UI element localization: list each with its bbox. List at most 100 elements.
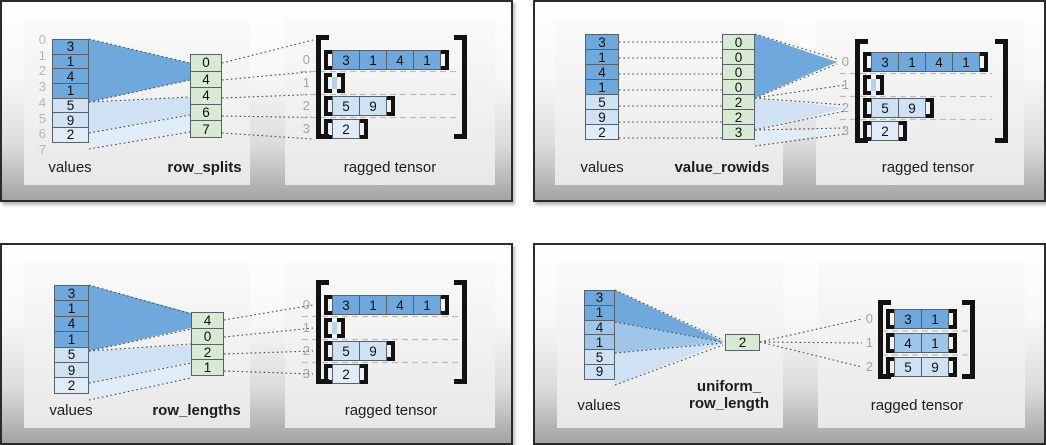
row-separator-lines [882,330,969,356]
connector-graphics [619,33,992,147]
values-to-param-dotted-lines [88,284,192,401]
funnel-light [89,345,191,383]
connector-graphics [88,284,459,401]
tensor-cell: 1 [921,333,949,353]
tensor-cell: 5 [894,357,922,377]
value-cell: 4 [52,68,89,85]
connector-graphics [88,38,459,150]
open-bracket-icon [324,73,332,93]
values-to-param-dotted-lines [619,41,722,139]
value-cell: 4 [190,87,222,105]
close-bracket-icon [962,300,975,379]
funnel-light [755,98,845,130]
tensor-cell: 5 [332,96,360,116]
value-cell: 3 [54,285,89,302]
boundary-index: 4 [38,94,46,110]
value-cell: 2 [191,343,224,361]
open-bracket-icon [886,357,894,377]
value-cell: 3 [52,39,89,55]
value-cell: 3 [584,290,615,306]
value-cell: 4 [584,319,615,336]
value-cell: 7 [190,120,222,138]
values-label: values [580,159,624,176]
tensor-cell: 3 [894,309,922,329]
open-bracket-icon [324,364,332,384]
value-cell: 0 [191,327,224,345]
value-cell: 5 [52,97,89,114]
empty-row-fill [332,77,337,89]
open-bracket-icon [863,75,871,95]
close-bracket-icon [899,121,907,141]
value-cell: 2 [52,127,89,143]
value-cell: 3 [585,34,619,50]
value-cell: 4 [191,312,224,329]
ragged-row [324,318,345,338]
funnel-dark [89,285,191,351]
open-bracket-icon [324,295,332,315]
tensor-cell: 3 [871,52,899,72]
value-cell: 1 [584,304,615,321]
tensor-cell: 1 [413,295,441,315]
open-bracket-icon [316,280,329,384]
tensor-cell: 1 [952,52,980,72]
funnel-lighter [89,115,190,149]
uniform-row-length-cell: 2 [725,334,760,351]
value-cell: 5 [585,94,619,110]
open-bracket-icon [324,96,332,116]
close-bracket-icon [360,119,368,139]
tensor-cell: 2 [332,364,360,384]
open-bracket-icon [886,309,894,329]
tensor-cell: 2 [871,121,899,141]
value-cell: 1 [52,53,89,70]
value-cell: 9 [585,109,619,125]
value-cell: 0 [190,54,222,72]
value-cell: 3 [722,124,755,140]
boundary-index: 2 [38,63,46,79]
row-index: 3 [302,366,310,381]
values-label: values [48,159,92,176]
ragged-row: 2 [863,121,907,141]
row-separator-lines [840,72,992,121]
close-bracket-icon [949,357,957,377]
row-index: 3 [841,123,849,138]
value-cell: 5 [584,349,615,365]
value-cell: 4 [54,315,89,333]
open-bracket-icon [878,300,891,379]
result-label: ragged tensor [343,159,437,176]
tensor-cell: 3 [332,295,360,315]
tensor-cell: 1 [921,309,949,329]
row-index: 0 [302,52,310,67]
row-index: 1 [865,335,873,350]
result-label: ragged tensor [881,159,975,176]
value-cell: 0 [722,79,755,95]
open-bracket-icon [316,35,329,139]
values-label: values [577,397,621,414]
tensor-cell: 4 [386,295,414,315]
values-label: values [49,402,93,419]
param-to-tensor-dotted-lines [223,304,314,375]
open-bracket-icon [863,121,871,141]
funnel-dark [755,34,837,98]
ragged-row: 2 [324,119,368,139]
close-bracket-icon [876,75,884,95]
tensor-cell: 9 [359,96,387,116]
funnel-dark [615,290,724,342]
close-bracket-icon [360,364,368,384]
close-bracket-icon [949,309,957,329]
empty-row-fill [871,79,876,91]
row-separator-lines [300,70,459,119]
ragged-row [324,73,345,93]
value-cell: 1 [54,300,89,317]
open-bracket-icon [855,39,868,143]
value-cell: 2 [722,94,755,110]
